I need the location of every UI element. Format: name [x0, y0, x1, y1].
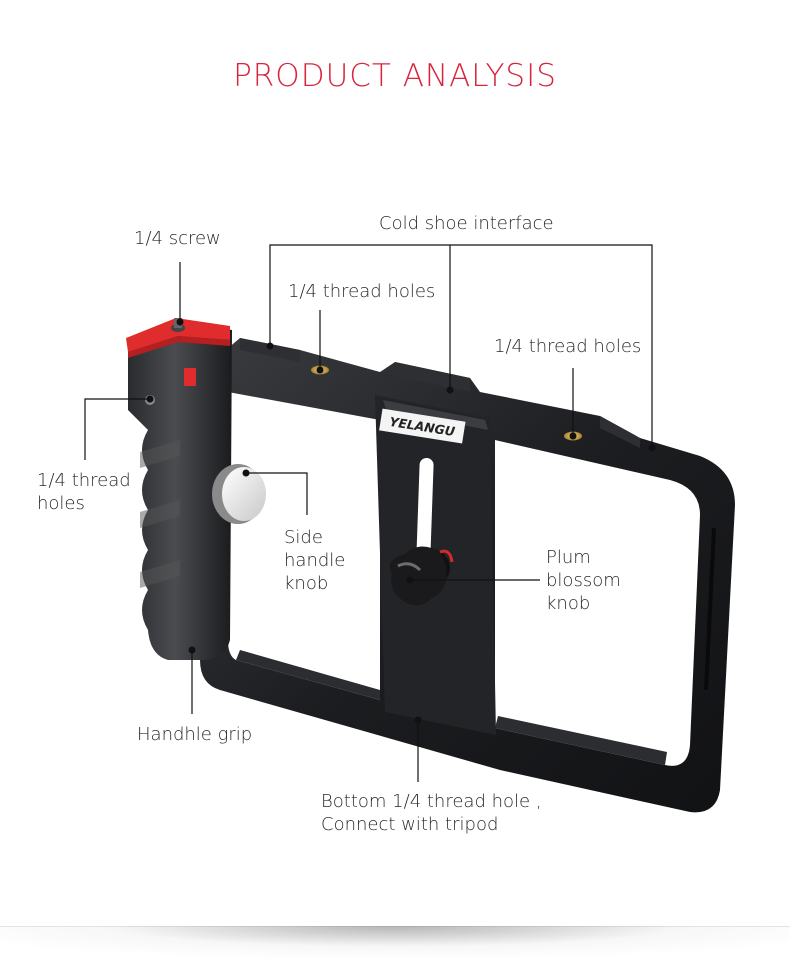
callout-dots — [146, 318, 656, 724]
label-thread-holes-top-left: 1/4 thread holes — [288, 281, 436, 302]
side-handle-knob — [212, 464, 266, 524]
plum-blossom-knob — [389, 546, 454, 606]
label-bottom-thread-hole: Bottom 1/4 thread hole , Connect with tr… — [321, 791, 542, 835]
label-plum-blossom-knob: Plum blossom knob — [546, 547, 621, 614]
top-rail — [240, 338, 640, 448]
page-title: PRODUCT ANALYSIS — [233, 58, 557, 94]
label-thread-holes-side: 1/4 thread holes — [37, 470, 131, 514]
label-handle-grip: Handhle grip — [137, 724, 253, 745]
label-thread-holes-top-right: 1/4 thread holes — [494, 336, 642, 357]
section-shadow — [0, 926, 790, 960]
label-side-handle-knob: Side handle knob — [284, 527, 346, 594]
label-cold-shoe: Cold shoe interface — [379, 213, 554, 234]
label-screw: 1/4 screw — [134, 228, 221, 249]
callout-lines — [84, 244, 653, 782]
